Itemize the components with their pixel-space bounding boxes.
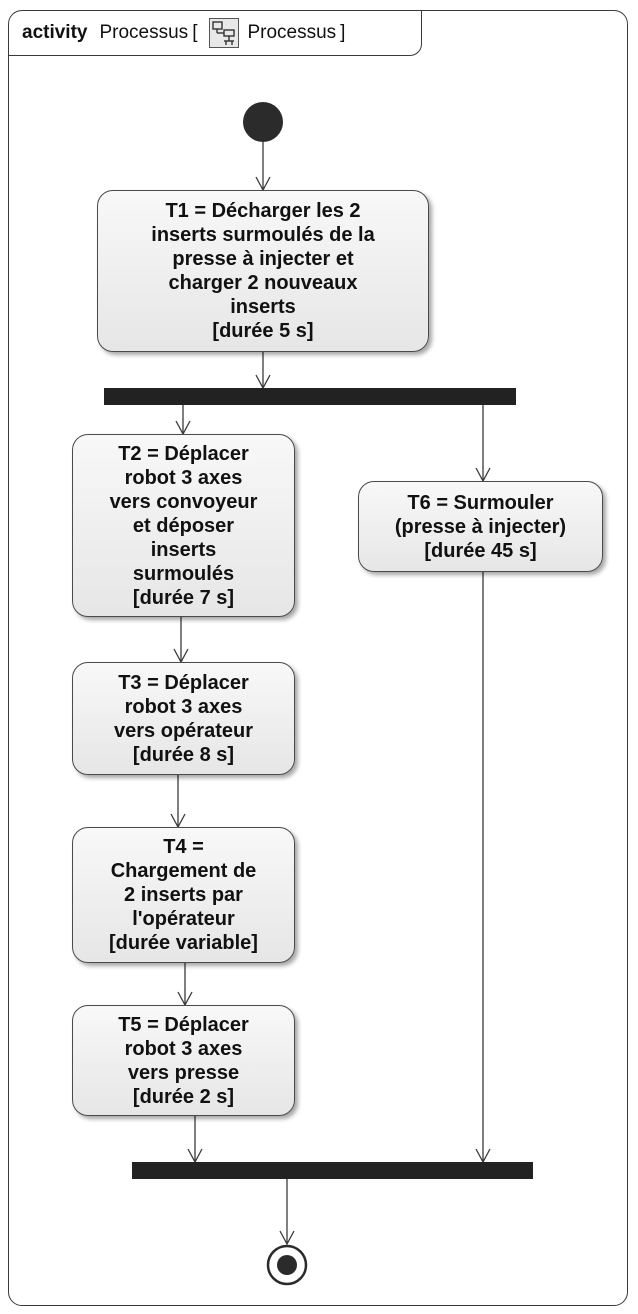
action-t2-line: surmoulés — [132, 562, 235, 585]
diagram-reference: Processus — [247, 21, 337, 43]
action-t5-line: [durée 2 s] — [132, 1085, 235, 1108]
action-t1-line: inserts — [230, 296, 296, 318]
action-t5-line: robot 3 axes — [124, 1037, 243, 1060]
bracket-open: [ — [192, 21, 198, 43]
fork-bar — [104, 388, 516, 405]
action-t4-line: Chargement de — [110, 860, 257, 882]
activity-diagram-icon — [209, 17, 240, 48]
action-t5-line: T5 = Déplacer — [118, 1013, 249, 1036]
action-t3-line: vers opérateur — [114, 719, 253, 742]
action-t3-line: T3 = Déplacer — [118, 671, 249, 694]
frame-keyword: activity — [22, 21, 88, 43]
action-t2-line: vers convoyeur — [109, 490, 258, 513]
action-t2-line: inserts — [150, 538, 217, 561]
activity-final-node-dot — [277, 1255, 297, 1275]
action-t6-line: (presse à injecter) — [394, 515, 567, 538]
action-t6-line: [durée 45 s] — [424, 539, 537, 562]
activity-frame — [8, 10, 628, 1306]
action-t5-line: vers presse — [127, 1061, 240, 1084]
join-bar — [132, 1162, 533, 1179]
action-t6-line: T6 = Surmouler — [407, 491, 554, 514]
action-t1-line: [durée 5 s] — [212, 320, 314, 342]
action-t2-line: et déposer — [132, 514, 235, 537]
action-t4-line: 2 inserts par — [124, 884, 243, 906]
action-t6: T6 = Surmouler(presse à injecter)[durée … — [358, 481, 603, 572]
action-t3-line: robot 3 axes — [124, 695, 243, 718]
action-t2-line: [durée 7 s] — [132, 586, 235, 609]
action-t1-line: charger 2 nouveaux — [168, 272, 358, 294]
action-t3-line: [durée 8 s] — [132, 743, 235, 766]
bracket-close: ] — [340, 21, 346, 43]
activity-name: Processus — [99, 21, 189, 43]
action-t1-line: T1 = Décharger les 2 — [165, 200, 361, 222]
action-t2-line: robot 3 axes — [124, 466, 243, 489]
action-t1-line: presse à injecter et — [172, 248, 354, 270]
action-t2-line: T2 = Déplacer — [118, 442, 249, 465]
initial-node — [243, 102, 283, 142]
action-t4-line: l'opérateur — [132, 908, 235, 930]
action-t4-line: [durée variable] — [109, 932, 258, 954]
action-t4-line: T4 = — [163, 836, 204, 858]
frame-header: activity Processus [ Processus ] — [8, 10, 422, 56]
action-t1-line: inserts surmoulés de la — [151, 224, 375, 246]
